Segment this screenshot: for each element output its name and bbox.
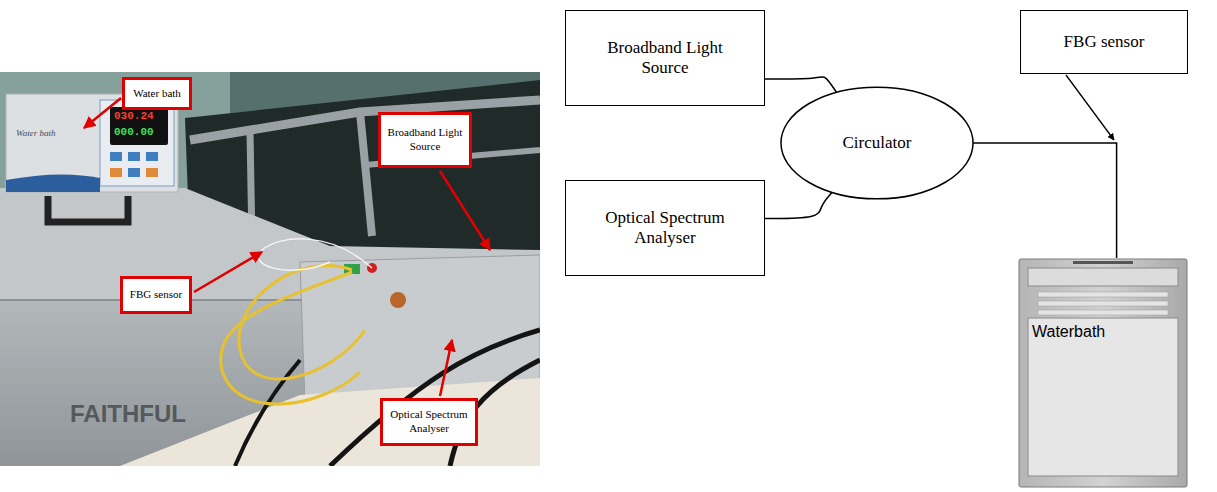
waterbath-tower: Waterbath [1018, 258, 1188, 488]
fibre [239, 265, 365, 378]
handle [48, 196, 128, 222]
node-text: Waterbath [1032, 322, 1105, 341]
tower-slot [1073, 261, 1133, 264]
button [146, 168, 158, 177]
callout-label: Optical Spectrum Analyser [380, 398, 478, 446]
button [128, 168, 140, 177]
tower-bar [1038, 310, 1168, 315]
node-text: FBG sensor [130, 288, 182, 302]
cable [235, 360, 300, 466]
control-panel [100, 100, 174, 186]
tower-bay [1028, 268, 1178, 286]
tower-bar [1038, 301, 1168, 306]
button [110, 152, 122, 161]
callout-label: Water bath [122, 77, 192, 110]
fibre [221, 272, 360, 404]
photo [0, 72, 540, 466]
display-reading: 030.24 [114, 110, 154, 122]
sensor-fibre [258, 239, 372, 270]
node-text: Broadband Light Source [385, 126, 465, 154]
ellipse-outline [781, 87, 973, 199]
callout-label: FBG sensor [120, 276, 192, 314]
display-reading: 000.00 [114, 126, 154, 138]
node-text: Optical Spectrum Analyser [387, 408, 471, 436]
leader-arrow [1066, 75, 1114, 140]
node-text: Water bath [133, 87, 181, 101]
connector-line [765, 77, 836, 92]
connector-line [765, 192, 832, 218]
node-text: Broadband Light Source [594, 38, 736, 79]
button [146, 152, 158, 161]
stripe [6, 174, 100, 192]
tower-bar [1038, 292, 1168, 297]
circulator-ellipse: Circulator [780, 86, 974, 200]
sensor-box: FBG sensor [1020, 10, 1188, 74]
knob [390, 292, 406, 308]
cable [330, 330, 540, 466]
button [128, 152, 140, 161]
node-text: FBG sensor [1064, 32, 1145, 52]
node-text: Circulator [843, 133, 912, 153]
callout-arrow [440, 340, 452, 396]
device-label: Water bath [16, 128, 55, 138]
railing [360, 112, 372, 236]
tower-case [1019, 259, 1187, 487]
brand-label: FAITHFUL [70, 400, 186, 428]
callout-label: Broadband Light Source [378, 112, 472, 168]
connector-line [973, 143, 1117, 258]
callout-arrow [440, 171, 490, 250]
node-text: Optical Spectrum Analyser [594, 208, 736, 249]
tower-outline [1018, 258, 1188, 488]
callout-arrow [194, 252, 262, 292]
button [110, 168, 122, 177]
process-box: Broadband Light Source [565, 10, 765, 106]
process-box: Optical Spectrum Analyser [565, 180, 765, 276]
tower-panel [1028, 318, 1178, 476]
display [110, 107, 168, 145]
wall [0, 72, 540, 466]
